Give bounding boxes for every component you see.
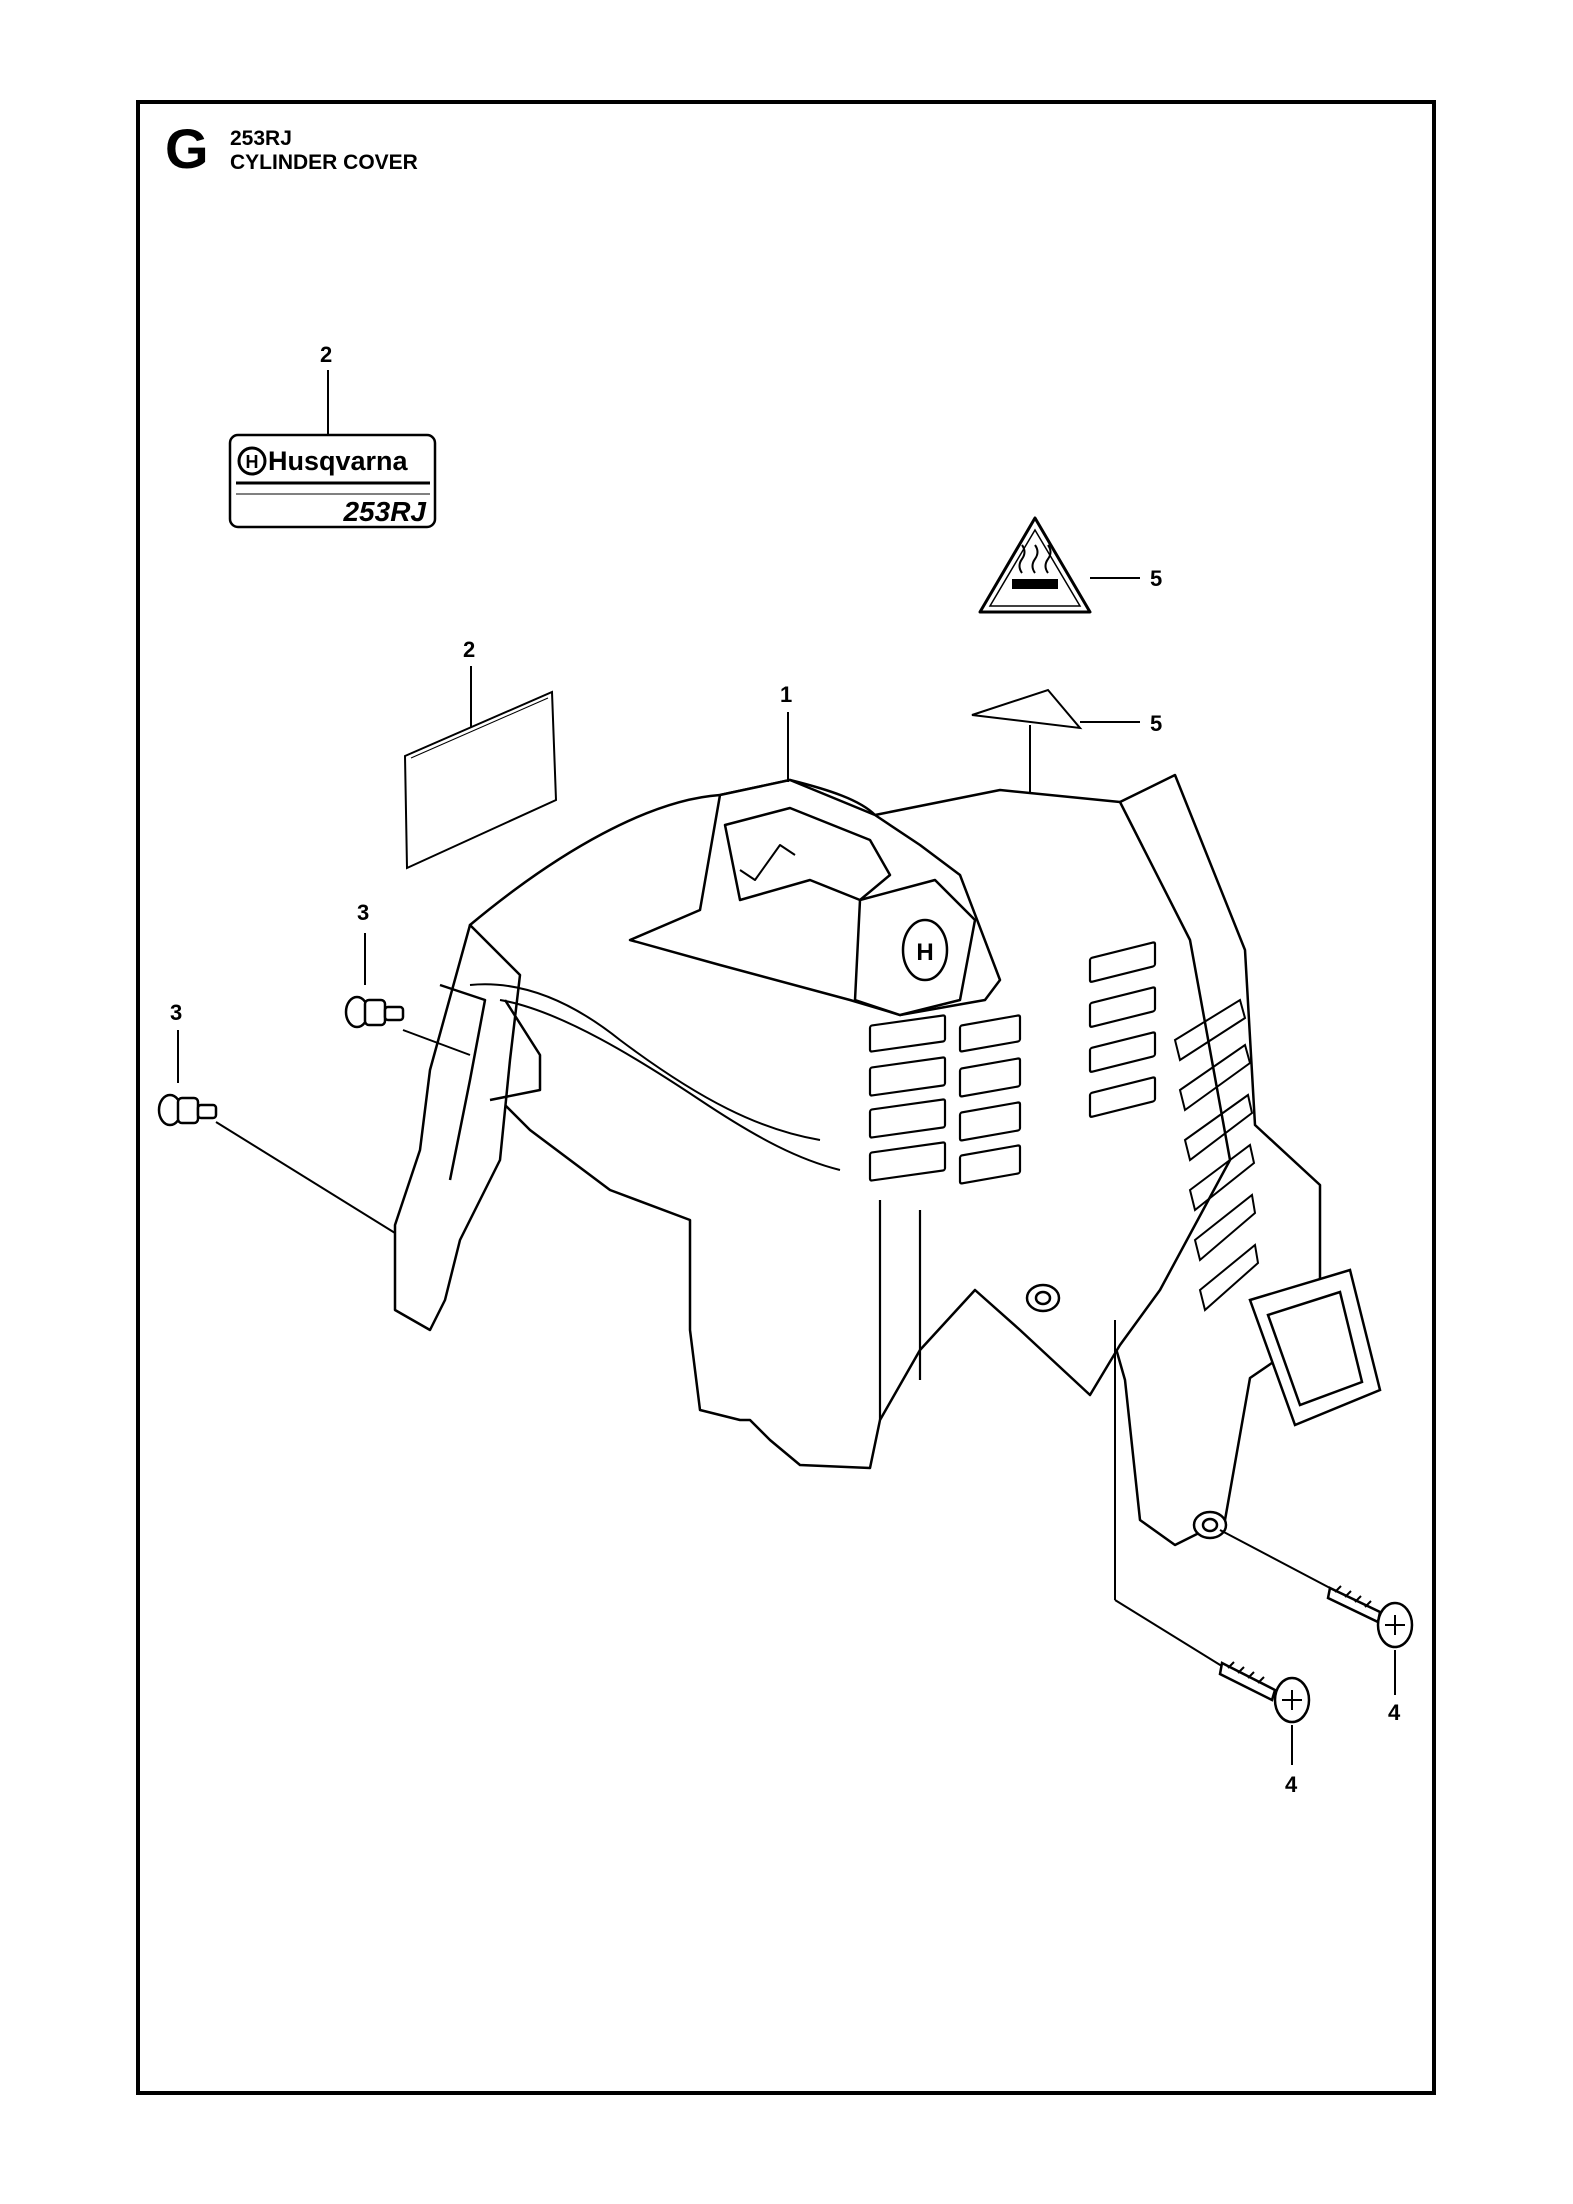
section-title: CYLINDER COVER bbox=[230, 151, 418, 174]
bolt-upper bbox=[344, 933, 471, 1056]
callout-part-4-right: 4 bbox=[1388, 1700, 1401, 1725]
callout-part-3-upper: 3 bbox=[357, 900, 369, 925]
page-frame bbox=[136, 100, 1436, 2095]
vent-grille bbox=[868, 941, 1157, 1420]
husqvarna-logo-icon: H bbox=[237, 446, 267, 476]
blank-plate bbox=[403, 666, 558, 870]
callout-part-5-warning: 5 bbox=[1150, 566, 1162, 591]
outlet-duct bbox=[1248, 1268, 1382, 1427]
callout-part-2-decal: 2 bbox=[320, 342, 332, 367]
decal-brand: Husqvarna bbox=[268, 446, 409, 476]
section-letter: G bbox=[165, 117, 209, 180]
side-louvers bbox=[1173, 998, 1260, 1312]
svg-text:H: H bbox=[246, 452, 259, 472]
cylinder-cover: H bbox=[393, 773, 1322, 1547]
husqvarna-decal: H Husqvarna 253RJ bbox=[228, 370, 437, 529]
callout-part-3-left: 3 bbox=[170, 1000, 182, 1025]
hot-surface-warning-icon bbox=[1012, 544, 1058, 589]
bolt-icon bbox=[344, 995, 405, 1029]
screw-right bbox=[1219, 1529, 1414, 1695]
model-code: 253RJ bbox=[230, 127, 292, 150]
mounting-holes bbox=[1025, 1283, 1228, 1540]
bolt-icon bbox=[157, 1093, 218, 1127]
callout-part-4-lower: 4 bbox=[1285, 1772, 1298, 1797]
screw-lower bbox=[1114, 1320, 1311, 1765]
callout-part-1: 1 bbox=[780, 682, 792, 707]
screw-icon bbox=[1218, 1661, 1311, 1724]
husqvarna-logo-icon: H bbox=[901, 918, 949, 982]
screw-icon bbox=[1326, 1585, 1414, 1649]
decal-model: 253RJ bbox=[342, 496, 427, 527]
bolt-left bbox=[157, 1030, 396, 1234]
callout-part-5-flat: 5 bbox=[1150, 711, 1162, 736]
hot-surface-warning-decal bbox=[978, 516, 1140, 614]
callout-part-2-plate: 2 bbox=[463, 637, 475, 662]
svg-text:H: H bbox=[916, 939, 933, 966]
